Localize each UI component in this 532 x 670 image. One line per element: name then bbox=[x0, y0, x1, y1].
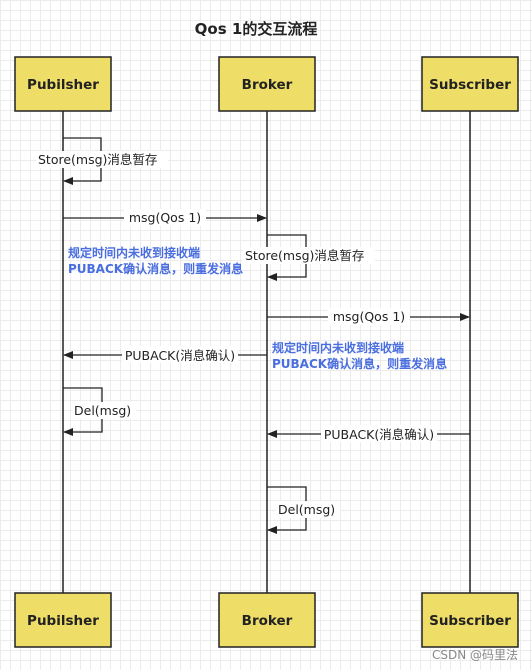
note-line-2: PUBACK确认消息，则重发消息 bbox=[272, 356, 447, 371]
participant-broker-label: Broker bbox=[242, 77, 293, 93]
subscriber-to-broker-puback: PUBACK(消息确认) bbox=[267, 425, 470, 442]
participant-subscriber-label: Subscriber bbox=[429, 77, 511, 93]
message-label: Del(msg) bbox=[278, 502, 335, 517]
label-background bbox=[36, 151, 168, 168]
message-label: Del(msg) bbox=[74, 403, 131, 418]
note-line-2: PUBACK确认消息，则重发消息 bbox=[68, 261, 243, 276]
broker-store-message: Store(msg)消息暂存 bbox=[243, 234, 375, 281]
publisher-delete-message: Del(msg) bbox=[63, 387, 136, 436]
participant-broker-bottom[interactable]: Broker bbox=[218, 592, 316, 648]
message-label: Store(msg)消息暂存 bbox=[38, 152, 157, 167]
participant-subscriber-top[interactable]: Subscriber bbox=[421, 56, 519, 112]
label-background bbox=[122, 346, 238, 363]
participant-broker-label: Broker bbox=[242, 613, 293, 629]
message-label: PUBACK(消息确认) bbox=[324, 427, 434, 442]
participant-publisher-label: Pubilsher bbox=[27, 77, 99, 93]
broker-to-publisher-puback: PUBACK(消息确认) bbox=[63, 346, 267, 363]
label-background bbox=[124, 209, 206, 226]
label-background bbox=[243, 247, 375, 264]
participant-broker-top[interactable]: Broker bbox=[218, 56, 316, 112]
diagram-title: Qos 1的交互流程 bbox=[195, 20, 318, 38]
watermark: CSDN @码里法 bbox=[432, 648, 518, 662]
participant-publisher-label: Pubilsher bbox=[27, 613, 99, 629]
participant-subscriber-label: Subscriber bbox=[429, 613, 511, 629]
message-label: Store(msg)消息暂存 bbox=[245, 248, 364, 263]
note-line-1: 规定时间内未收到接收端 bbox=[68, 245, 200, 260]
participant-publisher-bottom[interactable]: Pubilsher bbox=[14, 592, 112, 648]
message-label: msg(Qos 1) bbox=[129, 210, 201, 225]
broker-delete-message: Del(msg) bbox=[267, 486, 340, 534]
message-label: msg(Qos 1) bbox=[333, 309, 405, 324]
publisher-retry-note: 规定时间内未收到接收端 PUBACK确认消息，则重发消息 bbox=[68, 245, 243, 276]
broker-to-subscriber-message: msg(Qos 1) bbox=[267, 308, 470, 325]
participant-subscriber-bottom[interactable]: Subscriber bbox=[421, 592, 519, 648]
message-label: PUBACK(消息确认) bbox=[125, 348, 235, 363]
publisher-store-message: Store(msg)消息暂存 bbox=[36, 137, 168, 185]
participant-publisher-top[interactable]: Pubilsher bbox=[14, 56, 112, 112]
label-background bbox=[276, 501, 340, 518]
note-line-1: 规定时间内未收到接收端 bbox=[272, 340, 404, 355]
broker-retry-note: 规定时间内未收到接收端 PUBACK确认消息，则重发消息 bbox=[272, 340, 447, 371]
label-background bbox=[321, 425, 437, 442]
label-background bbox=[72, 402, 136, 419]
publisher-to-broker-message: msg(Qos 1) bbox=[63, 209, 267, 226]
label-background bbox=[328, 308, 410, 325]
